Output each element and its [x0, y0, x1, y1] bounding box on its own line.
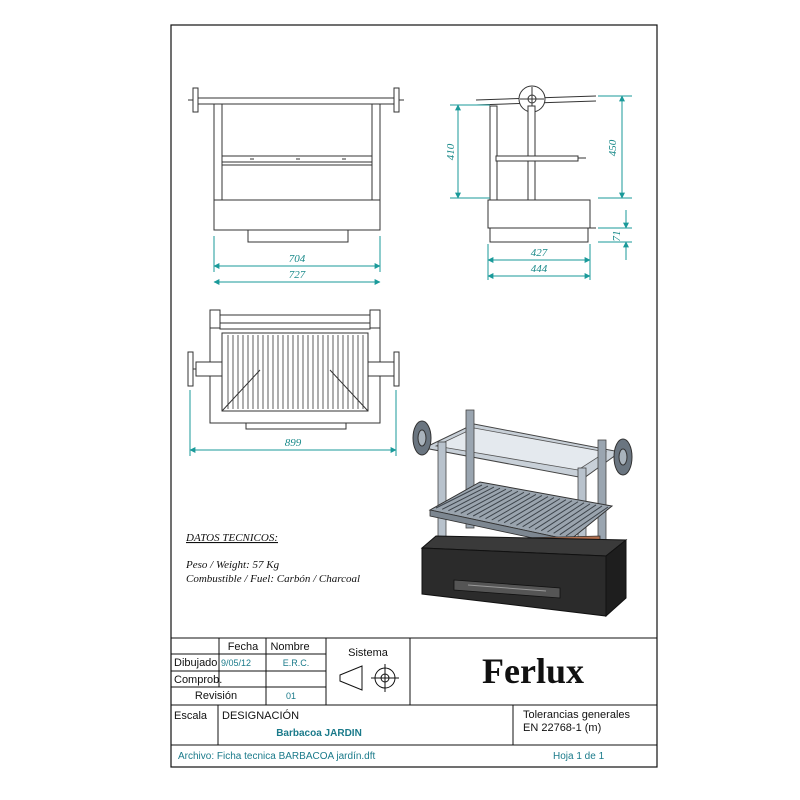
tolerancias-line-2: EN 22768-1 (m) [523, 722, 601, 734]
escala-label: Escala [174, 710, 208, 722]
technical-fuel: Combustible / Fuel: Carbón / Charcoal [186, 573, 360, 585]
row-dibujado: Dibujado [174, 657, 217, 669]
top-view: 899 [187, 309, 400, 456]
dim-side-inner-depth: 427 [531, 247, 548, 259]
sistema-label: Sistema [348, 647, 389, 659]
projection-symbol-icon [339, 664, 399, 692]
company-name: Ferlux [482, 651, 584, 691]
dibujado-nombre: E.R.C. [283, 658, 310, 668]
col-fecha: Fecha [228, 641, 259, 653]
row-comprob: Comprob. [174, 674, 222, 686]
dim-side-total-height: 450 [607, 139, 619, 156]
designacion-label: DESIGNACIÓN [222, 709, 299, 722]
technical-data: DATOS TECNICOS: Peso / Weight: 57 Kg Com… [185, 532, 360, 585]
side-view: 410 450 71 427 444 [445, 85, 632, 280]
technical-heading: DATOS TECNICOS: [185, 532, 278, 544]
isometric-view [412, 409, 633, 618]
revision-value: 01 [286, 691, 296, 701]
dim-top-total-width: 899 [285, 437, 302, 449]
title-block-text: Fecha Nombre Dibujado 9/05/12 E.R.C. Com… [174, 641, 631, 762]
front-view: 704 727 [188, 87, 404, 285]
dim-side-height: 410 [445, 143, 457, 160]
product-name: Barbacoa JARDIN [276, 728, 362, 739]
technical-weight: Peso / Weight: 57 Kg [185, 559, 280, 571]
tolerancias-line-1: Tolerancias generales [523, 709, 631, 721]
dim-front-outer-width: 727 [289, 269, 306, 281]
dim-side-outer-depth: 444 [531, 263, 548, 275]
dim-front-inner-width: 704 [289, 253, 306, 265]
hoja-label: Hoja 1 de 1 [553, 751, 605, 762]
archivo-label: Archivo: Ficha tecnica BARBACOA jardín.d… [178, 751, 376, 762]
title-block [171, 637, 657, 746]
dim-side-base-height: 71 [611, 231, 623, 242]
dibujado-fecha: 9/05/12 [221, 658, 251, 668]
row-revision: Revisión [195, 690, 237, 702]
col-nombre: Nombre [270, 641, 309, 653]
